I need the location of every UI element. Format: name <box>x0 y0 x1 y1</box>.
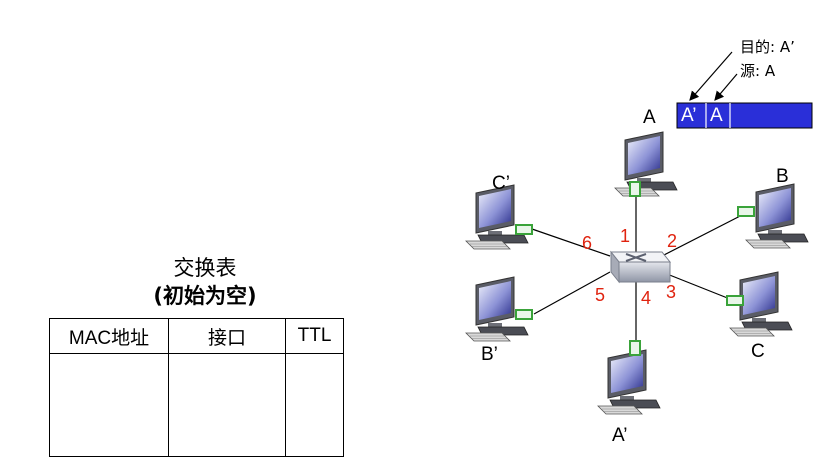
port-label-4: 4 <box>641 288 652 308</box>
annotation-dest: 目的: A’ <box>740 38 795 56</box>
host-B-icon <box>745 183 809 249</box>
frame-icon <box>676 102 813 129</box>
nic-B-prime-icon <box>515 309 533 320</box>
col-mac: MAC地址 <box>49 318 169 354</box>
host-B-label: B <box>776 166 789 187</box>
link-port3 <box>661 271 736 302</box>
frame-dest-field: A’ <box>681 105 697 126</box>
arrow-src-icon <box>714 73 738 101</box>
host-A-prime-label: A’ <box>612 425 628 446</box>
table-title: 交换表 <box>173 256 237 280</box>
host-C-label: C <box>751 341 765 362</box>
arrow-dest-icon <box>689 51 733 101</box>
port-label-5: 5 <box>595 285 606 305</box>
nic-A-icon <box>629 181 641 197</box>
switch-icon <box>609 250 672 284</box>
frame-src-field: A <box>710 105 723 126</box>
annotation-src: 源: A <box>740 62 776 80</box>
port-label-1: 1 <box>620 226 631 246</box>
switch-table: MAC地址 接口 TTL <box>49 318 344 457</box>
link-port2 <box>661 211 749 257</box>
port-label-3: 3 <box>666 282 677 302</box>
host-A-label: A <box>643 107 656 128</box>
host-C-prime-label: C’ <box>492 173 510 194</box>
nic-A-prime-icon <box>629 340 641 356</box>
host-A-prime-icon <box>597 349 661 415</box>
link-port5 <box>533 271 611 315</box>
link-port6 <box>531 228 611 257</box>
host-B-prime-label: B’ <box>481 344 498 365</box>
table-row <box>49 353 344 457</box>
nic-C-prime-icon <box>515 224 533 235</box>
port-label-6: 6 <box>582 233 593 253</box>
nic-C-icon <box>726 295 744 306</box>
cell-ttl <box>285 353 344 457</box>
port-label-2: 2 <box>667 231 678 251</box>
host-A-icon <box>614 131 678 197</box>
host-C-prime-icon <box>465 184 529 250</box>
col-ttl: TTL <box>285 318 344 354</box>
table-subtitle: (初始为空) <box>153 284 257 308</box>
nic-B-icon <box>737 206 755 217</box>
